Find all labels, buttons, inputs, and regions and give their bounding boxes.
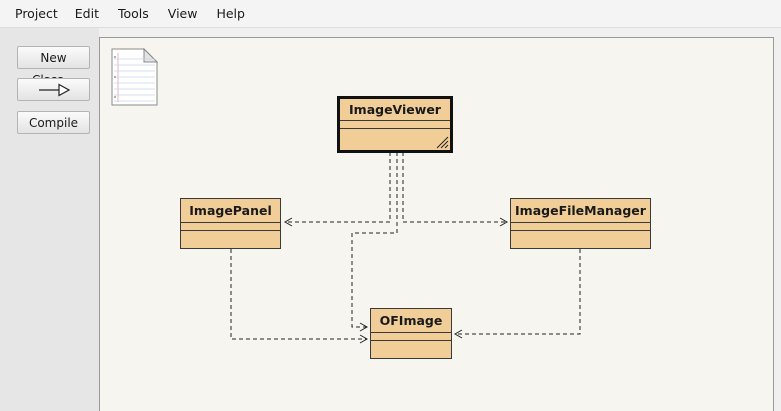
- readme-document-icon[interactable]: [110, 47, 160, 107]
- class-imagepanel[interactable]: ImagePanel: [180, 198, 281, 249]
- class-fields-section: [371, 333, 451, 341]
- class-ofimage[interactable]: OFImage: [370, 308, 452, 359]
- new-class-button[interactable]: New Class...: [17, 46, 90, 87]
- class-fields-section: [340, 121, 450, 129]
- compile-button[interactable]: Compile: [17, 111, 90, 134]
- class-name: ImageViewer: [340, 99, 450, 121]
- menu-help[interactable]: Help: [216, 6, 245, 21]
- resize-grip-icon[interactable]: [433, 133, 449, 149]
- class-fields-section: [511, 223, 650, 231]
- class-name: OFImage: [371, 309, 451, 333]
- menu-project[interactable]: Project: [15, 6, 58, 21]
- menu-bar: Project Edit Tools View Help: [0, 0, 781, 28]
- menu-tools[interactable]: Tools: [118, 6, 149, 21]
- menu-edit[interactable]: Edit: [74, 6, 99, 21]
- class-imagefilemanager[interactable]: ImageFileManager: [510, 198, 651, 249]
- menu-view[interactable]: View: [167, 6, 198, 21]
- right-gutter: [774, 37, 781, 411]
- class-imageviewer[interactable]: ImageViewer: [337, 96, 453, 153]
- inheritance-arrow-button[interactable]: [17, 78, 90, 101]
- class-name: ImageFileManager: [511, 199, 650, 223]
- left-toolbar: New Class... Compile: [0, 28, 99, 411]
- class-name: ImagePanel: [181, 199, 280, 223]
- class-fields-section: [181, 223, 280, 231]
- arrow-right-hollow-icon: [38, 82, 70, 97]
